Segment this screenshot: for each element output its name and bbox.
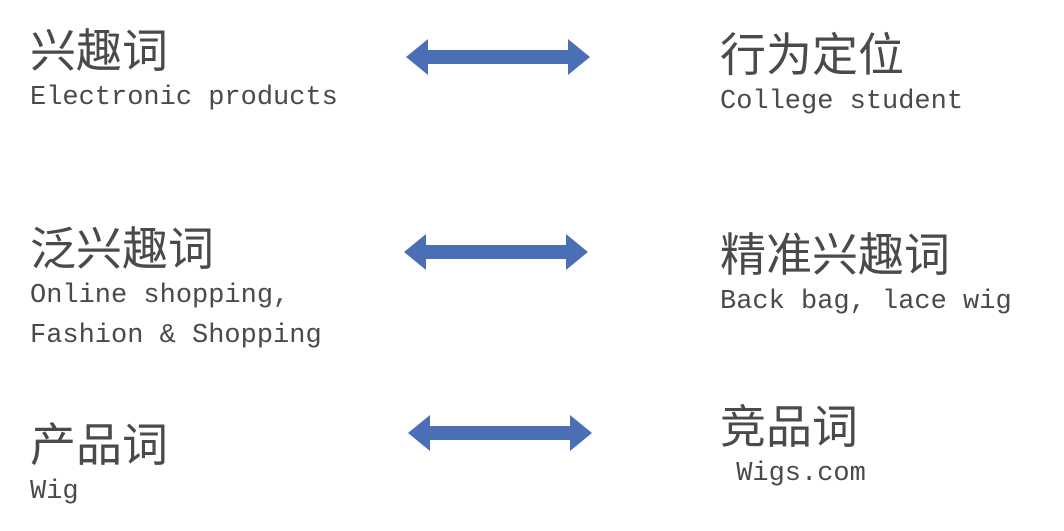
row2-left-desc-line1: Online shopping, <box>30 281 290 311</box>
row2-right-group: 精准兴趣词 Back bag, lace wig <box>720 228 1012 322</box>
row1-right-desc: College student <box>720 87 964 117</box>
row2-left-desc-line2: Fashion & Shopping <box>30 321 322 351</box>
row3-right-term: 竞品词 <box>720 400 858 454</box>
row3-left-desc: Wig <box>30 477 79 507</box>
row3-left-group: 产品词 Wig <box>30 418 168 512</box>
row2-right-desc: Back bag, lace wig <box>720 287 1012 317</box>
row1-left-desc: Electronic products <box>30 83 338 113</box>
row2-right-term: 精准兴趣词 <box>720 228 950 282</box>
row1-right-group: 行为定位 College student <box>720 28 963 122</box>
row2-double-arrow <box>404 232 588 272</box>
row3-double-arrow <box>408 413 592 453</box>
row3-right-desc: Wigs.com <box>720 459 866 489</box>
row3-left-term: 产品词 <box>30 418 168 472</box>
row1-double-arrow <box>406 37 590 77</box>
row3-right-group: 竞品词 Wigs.com <box>720 400 866 494</box>
row1-left-group: 兴趣词 Electronic products <box>30 24 338 118</box>
row1-right-term: 行为定位 <box>720 28 904 82</box>
row1-left-term: 兴趣词 <box>30 24 168 78</box>
row2-left-term: 泛兴趣词 <box>30 222 214 276</box>
row2-left-group: 泛兴趣词 Online shopping, Fashion & Shopping <box>30 222 322 356</box>
